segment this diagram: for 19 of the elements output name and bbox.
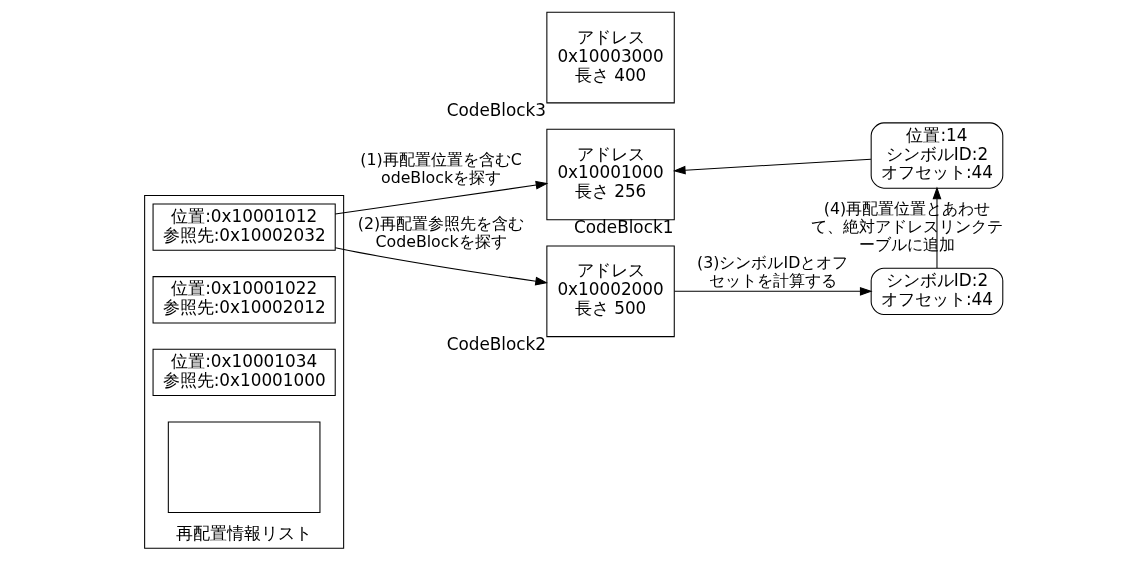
node-box: アドレス 0x10002000 長さ 500	[546, 245, 675, 338]
edge-label: (2)再配置参照先を含むCodeBlockを探す	[357, 214, 525, 252]
edge-label: (1)再配置位置を含むCodeBlockを探す	[360, 149, 522, 187]
arrow	[334, 247, 548, 286]
node-box: 位置:0x10001022 参照先:0x10002012	[152, 276, 336, 324]
node-box: シンボルID:2 オフセット:44	[870, 267, 1004, 316]
edge-label: (4)再配置位置とあわせて、絶対アドレスリンクテーブルに追加	[810, 198, 1003, 254]
node-box: 位置:0x10001034 参照先:0x10001000	[152, 348, 336, 397]
node-box: 位置:14 シンボルID:2 オフセット:44	[870, 122, 1004, 189]
node-box: アドレス 0x10003000 長さ 400	[546, 11, 675, 104]
node-box: 位置:0x10001012 参照先:0x10002032	[152, 203, 336, 251]
node-label: CodeBlock2	[446, 334, 546, 355]
edge-label: (3)シンボルIDとオフセットを計算する	[697, 253, 849, 291]
arrow	[674, 286, 873, 296]
node-label: CodeBlock3	[446, 100, 546, 121]
node-box	[167, 421, 321, 513]
arrow	[672, 158, 872, 175]
arrow	[932, 186, 942, 269]
arrow	[334, 180, 549, 215]
